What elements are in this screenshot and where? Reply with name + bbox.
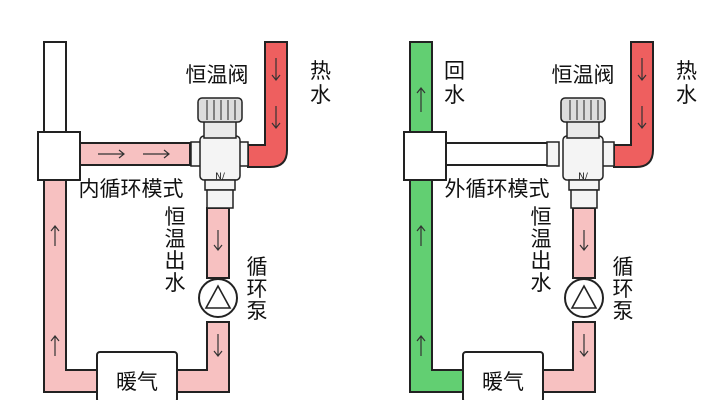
internal-circulation-pipe [65,142,191,166]
thermostatic-valve-icon: N/ [190,97,249,209]
warm-outlet-bottom-pipe [176,321,230,393]
pump-label: 循环泵 [613,255,634,323]
outer-loop-panel: 暖气 N/ [403,41,697,400]
top-supply-pipe [43,41,67,145]
svg-text:N/: N/ [215,172,226,182]
warm-outlet-bottom-pipe [542,321,596,393]
outlet-label: 恒温出水 [531,205,552,295]
hot-water-pipe [613,41,654,168]
flow-arrow-icon [416,58,647,357]
heater-label: 暖气 [116,370,158,394]
svg-text:N/: N/ [578,172,589,182]
thermostatic-valve-icon: N/ [546,97,615,209]
pump-icon [198,278,238,318]
bypass-pipe [445,142,557,166]
tee-fitting [403,131,447,181]
return-water-pipe [409,41,464,393]
valve-label: 恒温阀 [186,63,249,87]
pump-label: 循环泵 [247,255,268,323]
flow-arrow-icon [50,58,281,357]
hot-water-label: 热水 [310,59,331,107]
mode-label: 内循环模式 [79,177,184,201]
hot-water-pipe [247,41,288,168]
mode-label: 外循环模式 [445,177,550,201]
hot-water-label: 热水 [676,59,697,107]
pump-icon [564,278,604,318]
valve-label: 恒温阀 [552,63,615,87]
heater-label: 暖气 [482,370,524,394]
tee-fitting [37,131,81,181]
return-water-label: 回水 [444,59,465,107]
inner-loop-panel: 暖气 N/ [37,41,331,400]
outlet-label: 恒温出水 [165,205,186,295]
